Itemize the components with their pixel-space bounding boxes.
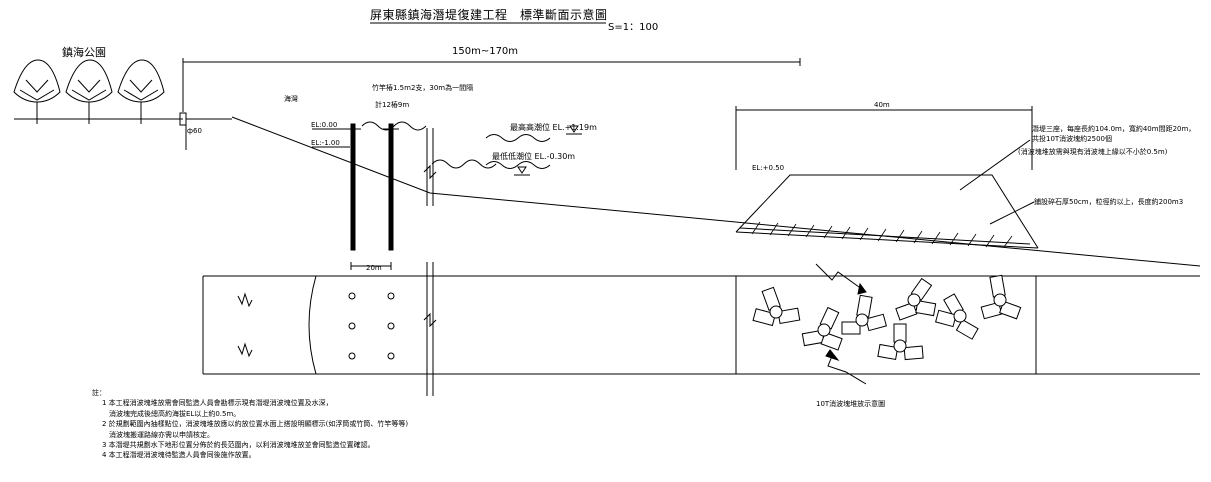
- tree-3: [117, 59, 165, 124]
- pile-1: [350, 123, 356, 251]
- plan-pile-grid: [348, 292, 395, 360]
- wave-line-4: [485, 161, 551, 169]
- low-tide-label: 最低低潮位 EL.-0.30m: [492, 152, 576, 161]
- break-arrow-top: [815, 263, 867, 293]
- note-item: 3 本潛堤共規劃水下地形位置分佈於約長范圍內，以利消波塊堆放並會同監造位置確認。: [102, 441, 375, 450]
- drawing-title: 屏東縣鎮海潛堤復建工程 標準斷面示意圖: [370, 8, 608, 22]
- note-item: 消波塊搬運路線亦需以申請核定。: [102, 430, 214, 439]
- plan-symbol-1: [237, 292, 253, 308]
- base-leader: [989, 201, 1035, 225]
- wave-line-1: [361, 121, 427, 131]
- overall-dimension: 150m~170m: [452, 46, 519, 57]
- break-arrow-bottom: [827, 355, 867, 385]
- tetrapod: [935, 293, 979, 340]
- high-tide-marker: [569, 125, 579, 133]
- pile-spacing-dimension: 20m: [366, 264, 382, 272]
- tetrapod: [877, 323, 924, 361]
- breakwater-base: [735, 231, 1039, 249]
- el-minus-one-label: EL:-1.00: [311, 139, 340, 147]
- note-item: 2 於規劃範圍內抽樣點位，消波塊堆放應以約放位置水面上搭設明顯標示(如浮筒或竹筒…: [102, 420, 409, 429]
- block-note-2: 共投10T消波塊約2500個: [1032, 135, 1112, 143]
- tetrapod-caption: 10T消波塊堆放示意圖: [816, 400, 886, 408]
- tetrapod: [980, 274, 1022, 320]
- notes-block: 註： 1 本工程消波塊堆放需會同監造人員會勘標示現有潛堤消波塊位置及水深， 消波…: [92, 388, 408, 461]
- notes-heading: 註：: [92, 389, 106, 397]
- high-tide-label: 最高高潮位 EL.+1.19m: [510, 123, 597, 132]
- low-tide-marker: [517, 166, 527, 174]
- wave-line-3: [485, 134, 551, 142]
- block-note-1: 潛堤三座，每座長約104.0m，寬約40m間距20m，: [1032, 125, 1196, 133]
- pile-note-1: 竹竿樁1.5m2支，30m為一間隔: [372, 84, 474, 92]
- note-item: 1 本工程消波塊堆放需會同監造人員會勘標示現有潛堤消波塊位置及水深，: [102, 399, 333, 408]
- tetrapod: [841, 294, 887, 335]
- tetrapod: [752, 286, 801, 327]
- base-note: 鋪設碎石厚50cm，粒徑約以上，長度約200m3: [1034, 198, 1184, 206]
- plan-curve: [308, 275, 317, 375]
- seabed-profile: [231, 116, 1201, 267]
- scale-label: S=1：100: [608, 22, 659, 33]
- block-leader: [959, 139, 1031, 191]
- small-mark: ф60: [187, 127, 202, 135]
- el-zero-label: EL:0.00: [311, 121, 338, 129]
- tree-group: [13, 59, 165, 124]
- sea-water-label: 海灣: [284, 95, 298, 103]
- park-label: 鎮海公園: [62, 46, 106, 59]
- gravel-hatching: [751, 221, 1013, 248]
- tetrapod: [801, 306, 843, 351]
- tree-1: [13, 59, 61, 124]
- pile-2: [388, 123, 394, 251]
- tetrapod: [895, 277, 937, 321]
- plan-symbol-2: [237, 342, 253, 358]
- note-item: 4 本工程潛堤消波塊待監造人員會同後施作放置。: [102, 451, 256, 460]
- submerged-width-dimension: 40m: [874, 101, 890, 109]
- tetrapod-cluster: [752, 274, 1022, 361]
- el-top-label: EL:+0.50: [752, 164, 785, 172]
- pile-note-2: 計12樁9m: [375, 101, 410, 109]
- note-item: 消波塊完成後總高約海拔EL以上約0.5m。: [102, 409, 241, 418]
- tree-2: [65, 59, 113, 124]
- block-note-3: (消波塊堆放需與現有消波塊上緣以不小於0.5m): [1018, 148, 1168, 156]
- wave-line-2: [431, 159, 497, 169]
